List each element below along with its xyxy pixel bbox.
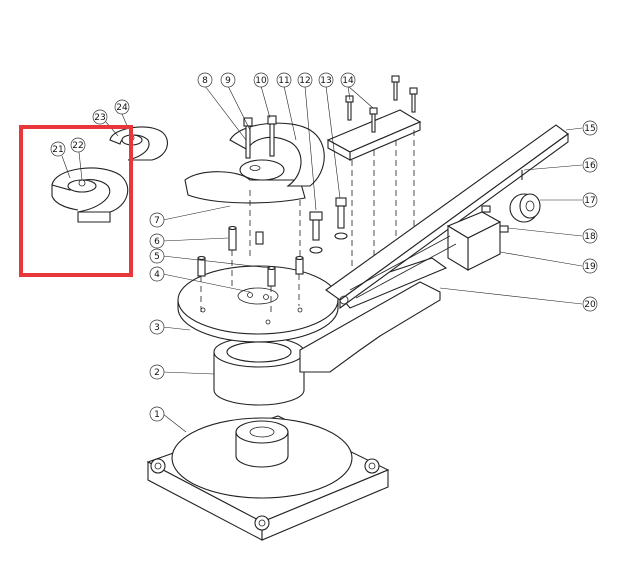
callout-4: 4 xyxy=(149,266,165,282)
part-13-clamp-plate xyxy=(326,75,422,268)
callout-8: 8 xyxy=(197,72,213,88)
part-17-roller xyxy=(509,170,541,223)
callout-7: 7 xyxy=(149,212,165,228)
callout-16-label: 16 xyxy=(584,161,596,171)
callout-20: 20 xyxy=(582,296,598,312)
callout-7-label: 7 xyxy=(154,216,160,226)
callout-8-label: 8 xyxy=(202,76,208,86)
part-21-small-spiral xyxy=(51,167,129,223)
part-19-cylinder xyxy=(349,205,509,299)
callout-19: 19 xyxy=(582,258,598,274)
callout-14-label: 14 xyxy=(342,76,354,86)
highlight-box xyxy=(19,125,133,277)
callout-18-label: 18 xyxy=(584,232,596,242)
callout-24: 24 xyxy=(114,99,130,115)
callout-11: 11 xyxy=(276,72,292,88)
bolts-11-12 xyxy=(309,197,348,254)
part-2-bushing xyxy=(213,336,305,406)
callout-4-label: 4 xyxy=(154,270,160,280)
callout-9: 9 xyxy=(220,72,236,88)
callout-22-label: 22 xyxy=(72,141,83,151)
callout-20-label: 20 xyxy=(584,300,596,310)
callout-12: 12 xyxy=(297,72,313,88)
callout-23-label: 23 xyxy=(94,113,105,123)
callout-21: 21 xyxy=(50,141,66,157)
callout-15: 15 xyxy=(582,120,598,136)
callout-23: 23 xyxy=(92,109,108,125)
callout-16: 16 xyxy=(582,157,598,173)
part-3-table xyxy=(177,265,339,343)
pins-4-5-6 xyxy=(197,225,304,316)
leader-lines xyxy=(61,85,583,433)
callout-2: 2 xyxy=(149,364,165,380)
callout-12-label: 12 xyxy=(299,76,310,86)
part-23-small-spiral xyxy=(109,126,168,161)
callout-bubbles: 1 2 3 4 5 6 7 8 9 10 11 12 13 14 15 16 1… xyxy=(50,72,598,422)
callout-5: 5 xyxy=(149,248,165,264)
callout-17: 17 xyxy=(582,192,598,208)
callout-15-label: 15 xyxy=(584,124,595,134)
callout-6-label: 6 xyxy=(154,237,160,247)
callout-6: 6 xyxy=(149,233,165,249)
callout-3: 3 xyxy=(149,319,165,335)
callout-17-label: 17 xyxy=(584,196,595,206)
callout-3-label: 3 xyxy=(154,323,160,333)
part-7-spiral-die xyxy=(184,122,325,258)
callout-1-label: 1 xyxy=(154,410,160,420)
callout-18: 18 xyxy=(582,228,598,244)
callout-24-label: 24 xyxy=(116,103,128,113)
callout-11-label: 11 xyxy=(278,76,289,86)
callout-13: 13 xyxy=(318,72,334,88)
callout-1: 1 xyxy=(149,406,165,422)
callout-9-label: 9 xyxy=(225,76,231,86)
callout-22: 22 xyxy=(70,137,86,153)
callout-19-label: 19 xyxy=(584,262,596,272)
callout-10: 10 xyxy=(253,72,269,88)
callout-13-label: 13 xyxy=(320,76,331,86)
callout-14: 14 xyxy=(340,72,356,88)
callout-2-label: 2 xyxy=(154,368,160,378)
callout-10-label: 10 xyxy=(255,76,267,86)
callout-21-label: 21 xyxy=(52,145,63,155)
part-1-base xyxy=(146,415,390,541)
callout-5-label: 5 xyxy=(154,252,160,262)
